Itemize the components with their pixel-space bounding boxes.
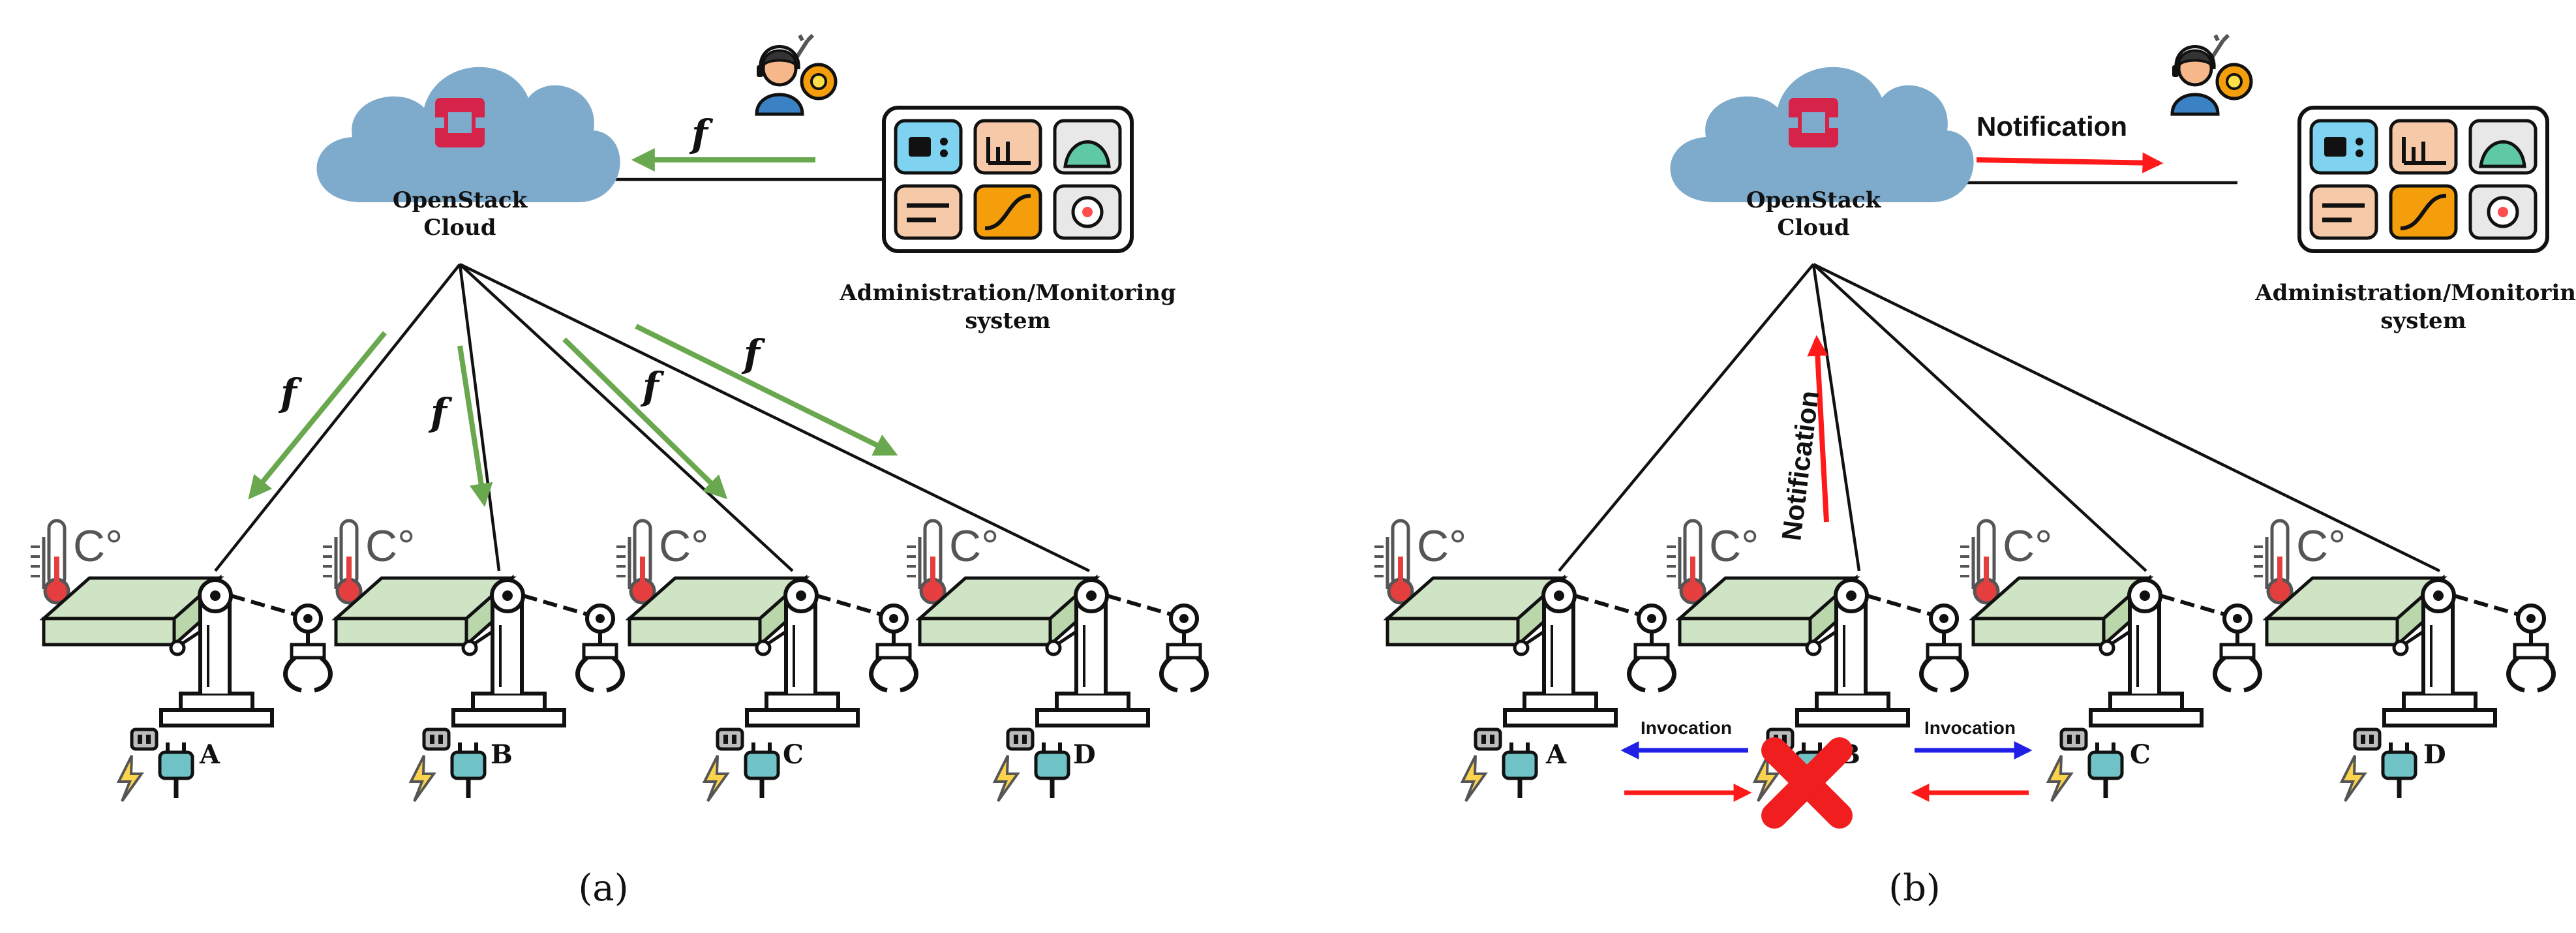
function-label: f [428,390,453,435]
machine-station-d [2254,521,2553,801]
notification-label: Notification [1776,389,1825,542]
admin-label-line1: Administration/Monitoring [2254,280,2576,306]
admin-label-line2: system [965,308,1050,334]
dashboard-icon [884,108,1132,251]
machine-label-c: C [2130,739,2151,770]
function-label: f [689,112,714,156]
machine-label-a: A [199,739,220,770]
notification-label: Notification [1977,111,2127,142]
invocation-label: Invocation [1924,718,2016,738]
panel-caption-b: (b) [1888,867,1941,910]
invocation-label: Invocation [1641,718,1732,738]
machine-label-c: C [783,739,804,770]
notification-arrow-to-admin [1976,152,2164,174]
admin-label-line2: system [2380,308,2466,334]
function-arrow-b [457,345,493,508]
machine-station-b [323,521,622,801]
openstack-cloud-icon [316,67,620,202]
dashboard-icon [2299,108,2547,251]
panel-b: OpenStack Cloud Administration/Monitorin… [1374,35,2576,910]
cloud-label-line1: OpenStack [393,187,528,213]
machine-station-a [1374,521,1674,801]
machine-station-a [31,521,330,801]
operator-icon [2172,35,2251,114]
operator-icon [757,35,836,114]
function-arrow-c [562,337,728,500]
openstack-cloud-icon [1670,67,1974,202]
panel-a: OpenStack Cloud Administration/Monitorin… [31,35,1206,910]
machine-label-d: D [1073,739,1096,770]
network-links [214,177,1090,573]
cloud-label-line2: Cloud [1777,215,1849,241]
machine-label-d: D [2423,739,2446,770]
admin-label-line1: Administration/Monitoring [839,280,1176,306]
failure-cross-icon [1761,737,1853,829]
machine-station-c [616,521,916,801]
function-arrow-d [635,324,898,456]
machine-station-c [1960,521,2260,801]
function-label: f [741,331,766,376]
machine-label-a: A [1545,739,1567,770]
panel-caption-a: (a) [578,867,628,910]
network-links [1558,181,2440,573]
notification-arrow-b-to-cloud [1807,335,1829,523]
invocation-arrows [1620,741,2033,802]
machine-label-b: B [491,739,513,770]
function-label: f [640,364,665,408]
function-arrows [248,148,898,508]
function-label: f [278,371,303,415]
function-arrow-a [248,331,387,500]
cloud-label-line1: OpenStack [1746,187,1882,213]
cloud-label-line2: Cloud [423,215,496,241]
notification-arrows [1807,152,2164,523]
machine-station-d [907,521,1206,801]
